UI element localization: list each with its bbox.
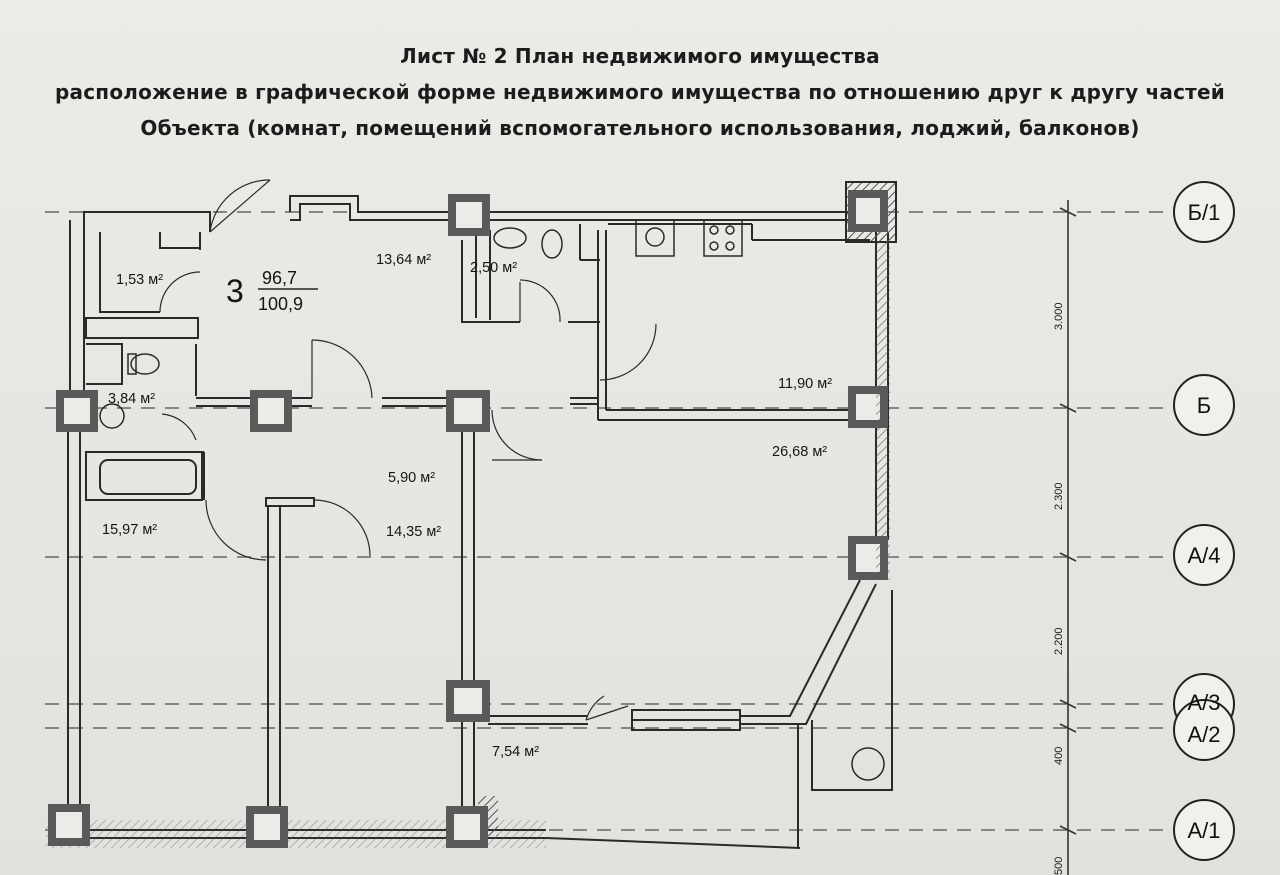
apartment-total-area: 100,9	[258, 294, 303, 314]
axis-label-a1: А/1	[1187, 818, 1220, 843]
apartment-label: 3 96,7 100,9	[226, 268, 318, 314]
room-area-label: 26,68 м²	[772, 444, 827, 460]
room-area-label: 11,90 м²	[778, 376, 832, 392]
column	[48, 804, 90, 846]
axis-bubble-a4	[1173, 524, 1235, 586]
wc-sink-icon	[493, 227, 527, 249]
column	[448, 194, 490, 236]
dimension-3000: 3.000	[1053, 302, 1065, 330]
column	[848, 190, 888, 232]
column	[56, 390, 98, 432]
dimension-400: 400	[1053, 747, 1065, 765]
axis-grid-lines	[45, 211, 1170, 831]
apartment-living-area: 96,7	[262, 268, 297, 288]
column	[246, 806, 288, 848]
dimension-500: 500	[1053, 857, 1065, 875]
room-area-label: 3,84 м²	[108, 391, 155, 407]
sink-icon	[99, 403, 125, 429]
axis-label-a2: А/2	[1187, 722, 1220, 747]
column	[446, 680, 490, 722]
exterior-walls	[67, 181, 897, 849]
header-line-2: расположение в графической форме недвижи…	[55, 80, 1225, 104]
axis-label-a3: А/3	[1187, 690, 1220, 715]
right-wall-hatch	[876, 230, 890, 580]
dimension-2200: 2.200	[1053, 627, 1065, 655]
axis-bubbles	[1173, 181, 1235, 861]
interior-walls	[85, 223, 870, 815]
room-area-label: 7,54 м²	[492, 744, 539, 760]
fixtures	[99, 219, 885, 781]
apartment-number: 3	[226, 273, 244, 309]
axis-labels: Б/1 Б А/4 А/3 А/2 А/1	[1187, 200, 1220, 843]
plan-header: Лист № 2 План недвижимого имущества расп…	[0, 38, 1280, 146]
room-area-label: 5,90 м²	[388, 470, 435, 486]
axis-bubble-a1	[1173, 799, 1235, 861]
dimension-line	[1059, 200, 1077, 875]
room-area-label: 1,53 м²	[116, 272, 163, 288]
header-line-3: Объекта (комнат, помещений вспомогательн…	[140, 116, 1140, 140]
structural-columns	[48, 190, 888, 848]
dimension-2300: 2.300	[1053, 482, 1065, 510]
axis-label-a4: А/4	[1187, 543, 1220, 568]
header-line-1: Лист № 2 План недвижимого имущества	[400, 44, 880, 68]
axis-bubble-a2	[1173, 699, 1235, 761]
toilet-icon	[130, 353, 160, 375]
axis-label-b1: Б/1	[1188, 200, 1221, 225]
room-area-label: 15,97 м²	[102, 522, 157, 538]
kitchen-sink-icon	[635, 219, 675, 257]
axis-label-b: Б	[1197, 393, 1211, 418]
door-swings	[159, 179, 657, 721]
room-area-label: 14,35 м²	[386, 524, 441, 540]
axis-bubble-b1	[1173, 181, 1235, 243]
column	[250, 390, 292, 432]
axis-bubble-b	[1173, 374, 1235, 436]
dimension-labels: 3.000 2.300 2.200 400 500	[1053, 302, 1065, 875]
wc-toilet-icon	[541, 229, 563, 259]
column	[446, 806, 488, 848]
room-area-label: 2,50 м²	[470, 260, 517, 276]
room-area-label: 13,64 м²	[376, 252, 431, 268]
column	[446, 390, 490, 432]
balcony-drain-icon	[851, 747, 885, 781]
stove-icon	[703, 219, 743, 257]
room-labels: 1,53 м² 13,64 м² 2,50 м² 3,84 м² 11,90 м…	[102, 252, 832, 760]
